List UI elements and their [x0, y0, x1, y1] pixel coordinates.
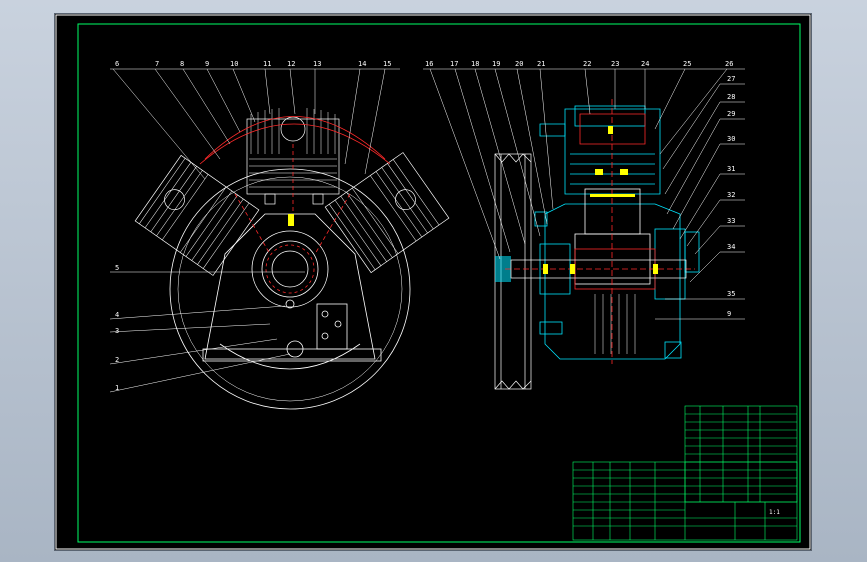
- callout-23: 23: [611, 60, 619, 68]
- callout-28: 28: [727, 93, 735, 101]
- callout-22: 22: [583, 60, 591, 68]
- callout-27: 27: [727, 75, 735, 83]
- pulley-hub: [495, 256, 511, 282]
- callout-13: 13: [313, 60, 321, 68]
- callout-15: 15: [383, 60, 391, 68]
- callout-12: 12: [287, 60, 295, 68]
- callout-24: 24: [641, 60, 649, 68]
- front-hidden-lines: [199, 116, 391, 294]
- callout-33: 33: [727, 217, 735, 225]
- callout-29: 29: [727, 110, 735, 118]
- scale-text: 1:1: [769, 509, 780, 516]
- callout-30: 30: [727, 135, 735, 143]
- top-cylinder: [246, 108, 340, 205]
- cylinder-section: [539, 105, 661, 285]
- section-outline: [534, 203, 700, 360]
- left-cylinder: [134, 154, 260, 276]
- callout-19: 19: [492, 60, 500, 68]
- outer-frame: [55, 14, 811, 550]
- callout-25: 25: [683, 60, 691, 68]
- callout-17: 17: [450, 60, 458, 68]
- callout-16: 16: [425, 60, 433, 68]
- title-block: [572, 461, 798, 541]
- callout-26: 26: [725, 60, 733, 68]
- callout-1: 1: [115, 384, 119, 392]
- inner-border: [77, 23, 801, 543]
- front-view: [169, 168, 411, 410]
- callout-20: 20: [515, 60, 523, 68]
- drawing-canvas: 6 7 8 9 10 11 12 13 14 15 5 4 3 2 1: [55, 14, 811, 550]
- callout-9: 9: [205, 60, 209, 68]
- front-parts-yellow: [288, 214, 294, 226]
- crank-web: [594, 294, 636, 354]
- crankshaft: [510, 259, 687, 279]
- right-cylinder: [324, 152, 450, 274]
- callout-34: 34: [727, 243, 735, 251]
- callout-14: 14: [358, 60, 366, 68]
- callout-7: 7: [155, 60, 159, 68]
- callout-21: 21: [537, 60, 545, 68]
- callout-35: 35: [727, 290, 735, 298]
- callout-3: 3: [115, 327, 119, 335]
- callout-5: 5: [115, 264, 119, 272]
- callout-10: 10: [230, 60, 238, 68]
- front-callout-numbers: 6 7 8 9 10 11 12 13 14 15 5 4 3 2 1: [115, 60, 391, 392]
- callout-4: 4: [115, 311, 119, 319]
- callout-6: 6: [115, 60, 119, 68]
- callout-32: 32: [727, 191, 735, 199]
- section-callout-numbers: 16 17 18 19 20 21 22 23 24 25 26 27 28 2…: [425, 60, 735, 318]
- callout-2: 2: [115, 356, 119, 364]
- callout-18: 18: [471, 60, 479, 68]
- section-parts-yellow: [543, 126, 658, 274]
- cad-drawing: 6 7 8 9 10 11 12 13 14 15 5 4 3 2 1: [55, 14, 811, 550]
- parts-list-table: [684, 405, 798, 503]
- callout-8: 8: [180, 60, 184, 68]
- callout-11: 11: [263, 60, 271, 68]
- front-leaders: [109, 68, 400, 393]
- section-hidden-lines: [505, 99, 695, 364]
- section-leaders: [423, 68, 745, 320]
- callout-9b: 9: [727, 310, 731, 318]
- callout-31: 31: [727, 165, 735, 173]
